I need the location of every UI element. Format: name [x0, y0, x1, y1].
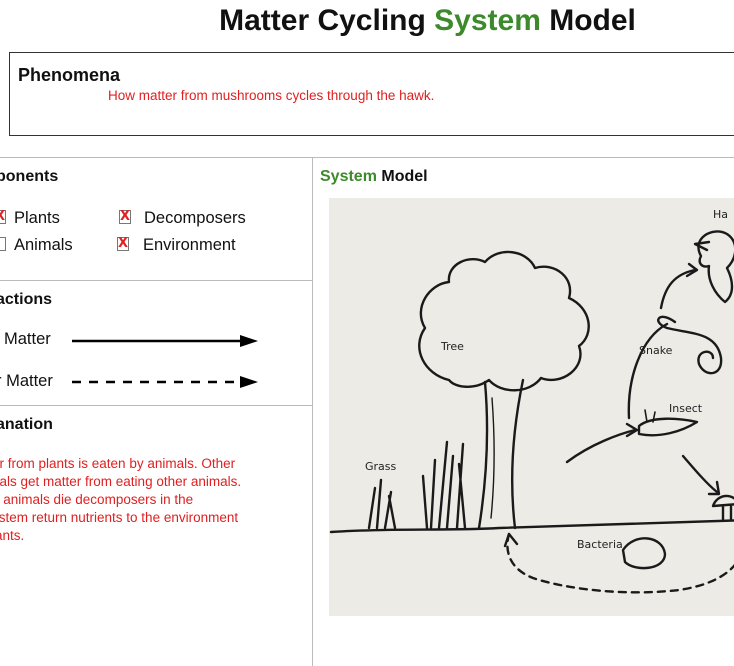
explanation-title: anation [0, 416, 53, 433]
interactions-title: actions [0, 291, 53, 308]
solid-arrow-legend [72, 335, 258, 347]
grass-left [367, 478, 397, 530]
grass-mid [421, 440, 467, 530]
solid-matter-label: Matter [4, 330, 51, 348]
label-hawk: Ha [713, 208, 728, 221]
checkbox-environment[interactable]: X [117, 236, 129, 251]
component-label-plants: Plants [14, 209, 60, 227]
mushroom [711, 494, 734, 522]
tree-trunk-right [510, 378, 525, 530]
label-grass: Grass [365, 460, 397, 473]
bacteria-blob [621, 537, 667, 570]
checkbox-animals[interactable] [0, 237, 6, 251]
hawk-beak [693, 240, 711, 252]
checkbox-plants[interactable]: X [0, 210, 6, 224]
snake-body [657, 315, 723, 375]
arrow-insect-to-mushroom [681, 454, 719, 494]
divider-interactions [0, 405, 312, 406]
component-label-environment: Environment [143, 236, 236, 254]
phenomena-text: How matter from mushrooms cycles through… [108, 88, 435, 103]
divider-vertical [312, 157, 313, 666]
hawk-body [697, 230, 734, 304]
label-bacteria: Bacteria [577, 538, 623, 551]
explanation-text: er from plants is eaten by animals. Othe… [0, 456, 242, 543]
dashed-return-loop [506, 532, 734, 594]
page-title: Matter Cycling System Model [219, 4, 636, 37]
arrow-snake-to-hawk [659, 268, 697, 310]
arrow-grass-to-insect [565, 428, 637, 464]
component-label-decomposers: Decomposers [144, 209, 246, 227]
system-model-drawing: Tree Grass Snake Insect Bacteria Ha [329, 198, 734, 616]
label-snake: Snake [639, 344, 673, 357]
tree-trunk-left [477, 380, 489, 530]
divider-components [0, 280, 312, 281]
checkbox-decomposers[interactable]: X [119, 209, 131, 224]
phenomena-box: Phenomena How matter from mushrooms cycl… [9, 52, 734, 136]
component-label-animals: Animals [14, 236, 73, 254]
tree-canopy [418, 250, 590, 392]
components-title: ponents [0, 168, 59, 185]
dashed-arrow-legend [72, 376, 258, 388]
system-model-title: System Model [320, 168, 428, 185]
dashed-matter-label: r Matter [0, 372, 53, 390]
phenomena-title: Phenomena [18, 65, 121, 85]
ground-line [329, 519, 734, 534]
arrow-insect-to-snake [627, 322, 669, 420]
label-insect: Insect [669, 402, 703, 415]
label-tree: Tree [440, 340, 464, 353]
divider-top [0, 157, 734, 158]
insect-body [637, 417, 699, 437]
